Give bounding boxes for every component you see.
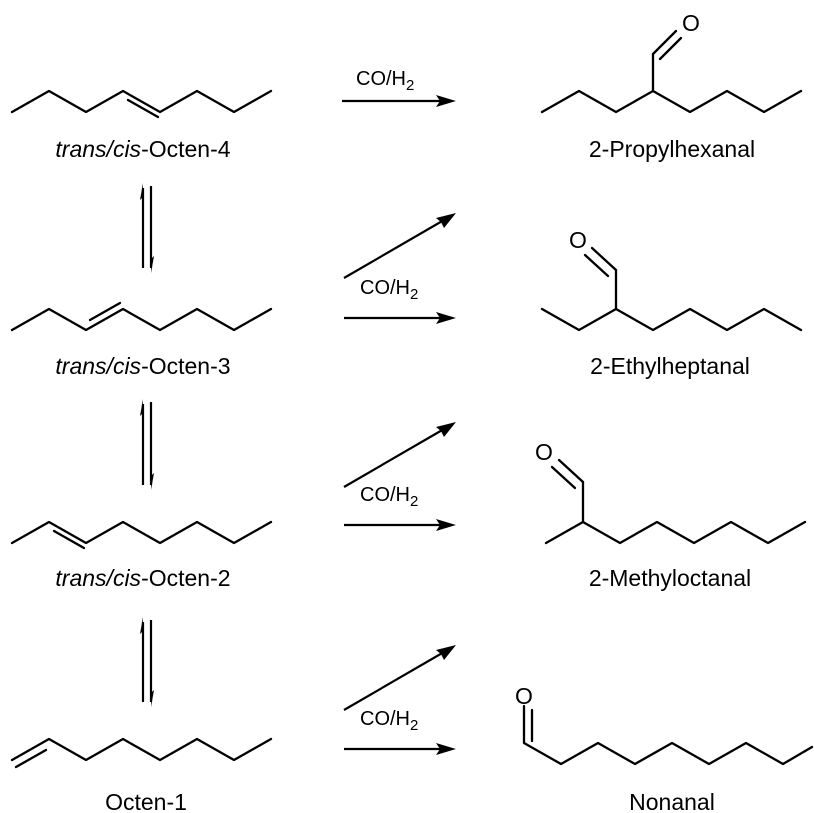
reagent-label-1: CO/H2	[356, 68, 414, 94]
2-propylhexanal-structure	[540, 29, 803, 114]
octen-2-structure	[10, 520, 273, 550]
reagent-label-2: CO/H2	[360, 277, 418, 303]
octen-3-structure	[10, 301, 273, 332]
oxygen-atom-2: O	[569, 227, 587, 253]
equilibrium-arrow-3	[140, 617, 154, 707]
equilibrium-arrow-2	[140, 399, 154, 490]
equilibrium-arrow-1	[140, 183, 154, 273]
product-label-2-propylhexanal: 2-Propylhexanal	[589, 136, 755, 162]
reagent-label-4: CO/H2	[360, 708, 418, 734]
product-label-nonanal: Nonanal	[629, 789, 715, 813]
reactant-label-octen-1: Octen-1	[105, 789, 187, 813]
2-ethylheptanal-structure	[540, 246, 803, 332]
octen-1-structure	[10, 737, 273, 769]
reaction-arrow-2-diagonal	[343, 213, 456, 279]
reactant-label-octen-3: trans/cis-Octen-3	[55, 353, 230, 379]
reaction-arrow-2	[344, 312, 456, 324]
reaction-arrow-3-diagonal	[343, 422, 456, 488]
reactant-label-octen-4: trans/cis-Octen-4	[55, 136, 230, 162]
product-label-2-methyloctanal: 2-Methyloctanal	[589, 565, 751, 591]
oxygen-atom-4: O	[515, 683, 533, 709]
oxygen-atom-3: O	[535, 439, 553, 465]
reaction-arrow-3	[344, 519, 456, 531]
octen-4-structure	[10, 89, 273, 119]
nonanal-structure	[522, 704, 814, 766]
reaction-arrow-4	[344, 743, 456, 755]
oxygen-atom-1: O	[682, 10, 700, 36]
reaction-arrow-1	[342, 95, 456, 107]
reactant-label-octen-2: trans/cis-Octen-2	[55, 565, 230, 591]
product-label-2-ethylheptanal: 2-Ethylheptanal	[590, 353, 750, 379]
reagent-label-3: CO/H2	[360, 484, 418, 510]
reaction-arrow-4-diagonal	[343, 645, 456, 711]
2-methyloctanal-structure	[544, 458, 807, 545]
